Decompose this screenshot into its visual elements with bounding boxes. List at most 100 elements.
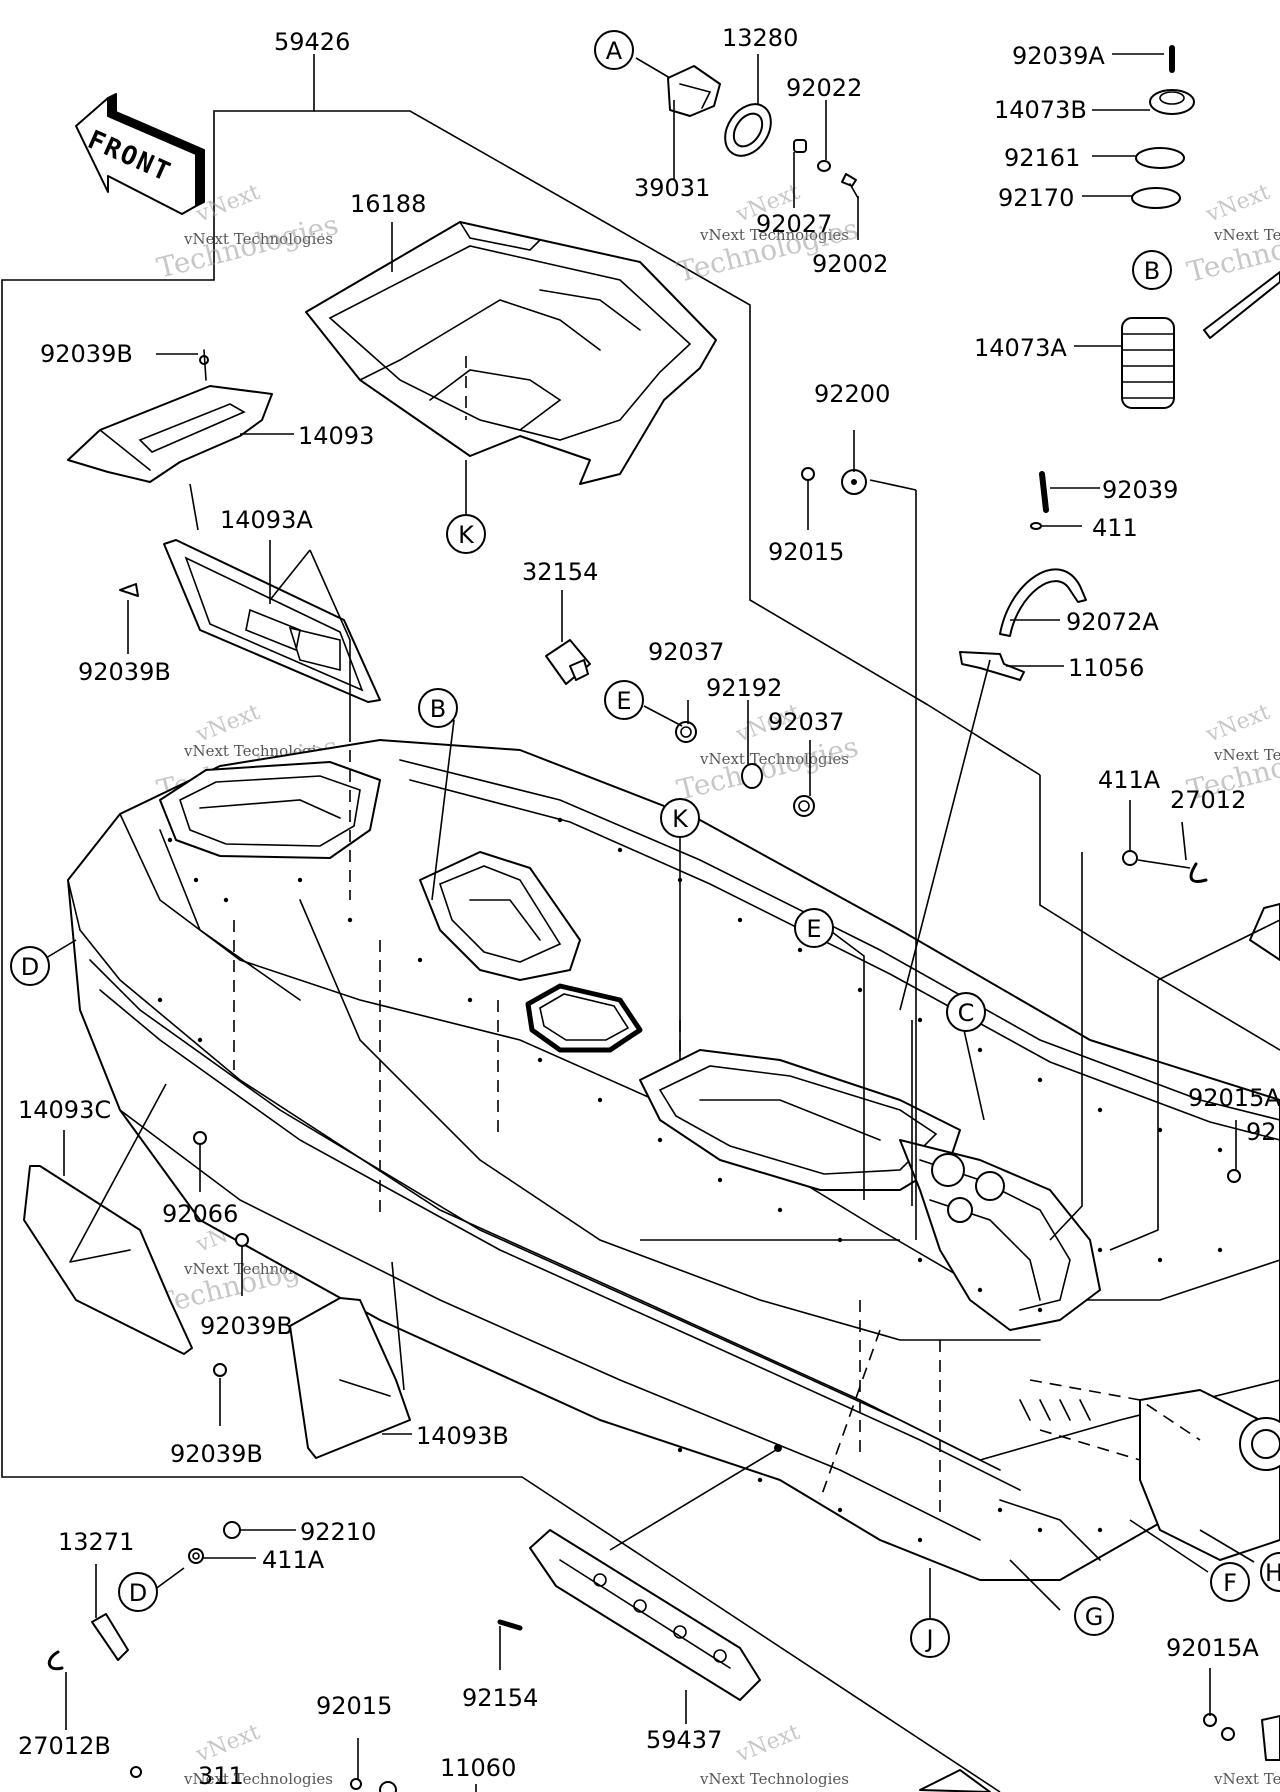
callout-E-mid: E — [794, 908, 834, 948]
watermark-brand-11: vNext Technologies — [699, 1770, 849, 1788]
svg-text:vNext: vNext — [192, 700, 264, 748]
label-411: 411 — [1092, 514, 1138, 542]
callout-G: G — [1074, 1596, 1114, 1636]
label-92027: 92027 — [756, 210, 832, 238]
callout-K-mid: K — [660, 798, 700, 838]
label-92015-b: 92015 — [316, 1692, 392, 1720]
callout-J-text: J — [924, 1625, 933, 1653]
side-panel-14093B — [289, 1261, 411, 1459]
callout-J: J — [910, 1618, 950, 1658]
callout-F: F — [1210, 1562, 1250, 1602]
label-92154: 92154 — [462, 1684, 538, 1712]
label-92039B-bottom: 92039B — [170, 1440, 263, 1468]
label-92039B-mid: 92039B — [78, 658, 171, 686]
side-panel-14093C — [23, 1083, 193, 1355]
label-14093: 14093 — [298, 422, 374, 450]
callout-E-mid-text: E — [806, 915, 821, 943]
callout-A: A — [594, 30, 634, 70]
label-14093B: 14093B — [416, 1422, 509, 1450]
label-92072A: 92072A — [1066, 608, 1159, 636]
front-arrow: FRONT — [75, 93, 205, 215]
callout-E-top-text: E — [616, 687, 631, 715]
callout-B-mid-text: B — [430, 695, 446, 723]
label-11056: 11056 — [1068, 654, 1144, 682]
label-14073A: 14073A — [974, 334, 1067, 362]
label-311: 311 — [198, 1762, 244, 1790]
callout-D-left: D — [10, 946, 50, 986]
callout-C-text: C — [958, 999, 975, 1027]
label-14073B: 14073B — [994, 96, 1087, 124]
label-13271: 13271 — [58, 1528, 134, 1556]
label-16188: 16188 — [350, 190, 426, 218]
label-92200: 92200 — [814, 380, 890, 408]
label-92-partial: 92 — [1246, 1118, 1277, 1146]
callout-F-text: F — [1223, 1569, 1237, 1597]
watermark-brand-2: vNext Technologies — [699, 226, 849, 244]
label-27012: 27012 — [1170, 786, 1246, 814]
label-92037-a: 92037 — [648, 638, 724, 666]
callout-B-top: B — [1132, 250, 1172, 290]
label-92066: 92066 — [162, 1200, 238, 1228]
label-59426: 59426 — [274, 28, 350, 56]
label-92039B-top: 92039B — [40, 340, 133, 368]
callout-B-top-text: B — [1144, 257, 1160, 285]
hull-body — [67, 730, 1280, 1581]
callout-E-top: E — [604, 680, 644, 720]
callout-K-top-text: K — [458, 521, 475, 549]
label-39031: 39031 — [634, 174, 710, 202]
label-92002: 92002 — [812, 250, 888, 278]
label-92039: 92039 — [1102, 476, 1178, 504]
label-14093C: 14093C — [18, 1096, 111, 1124]
label-92037-b: 92037 — [768, 708, 844, 736]
label-411A-left: 411A — [262, 1546, 325, 1574]
label-32154: 32154 — [522, 558, 598, 586]
part-labels: 59426 13280 92022 39031 92027 92002 1618… — [18, 24, 1280, 1790]
label-59437: 59437 — [646, 1726, 722, 1754]
group-bracket-59426 — [1, 54, 1280, 1792]
watermark-word-3: Technologies — [1184, 212, 1280, 289]
label-11060: 11060 — [440, 1754, 516, 1782]
label-92161: 92161 — [1004, 144, 1080, 172]
callout-D-low: D — [118, 1572, 158, 1612]
label-27012B: 27012B — [18, 1732, 111, 1760]
label-92015-a: 92015 — [768, 538, 844, 566]
callout-D-low-text: D — [129, 1579, 147, 1607]
watermark-brand-6: vNext Technologies — [1213, 746, 1280, 764]
label-92210: 92210 — [300, 1518, 376, 1546]
callout-D-left-text: D — [21, 953, 39, 981]
watermark-brand-1: vNext Technologies — [183, 230, 333, 248]
hardware-parts — [47, 45, 1280, 1792]
callout-K-top: K — [446, 514, 486, 554]
label-92039A: 92039A — [1012, 42, 1105, 70]
svg-text:vNext: vNext — [732, 1720, 804, 1768]
callout-H-text: H — [1265, 1559, 1280, 1587]
leader-lines — [35, 53, 1280, 1792]
hatch-ring-14093A — [163, 483, 381, 730]
label-13280: 13280 — [722, 24, 798, 52]
storage-tray-16188 — [305, 221, 717, 514]
callout-A-text: A — [606, 37, 623, 65]
watermark-word-5: Technologies — [674, 730, 862, 807]
callout-G-text: G — [1085, 1603, 1104, 1631]
label-92039B-low: 92039B — [200, 1312, 293, 1340]
watermark-brand-12: vNext Technologies — [1213, 1770, 1280, 1788]
callout-B-mid: B — [418, 688, 458, 728]
svg-text:vNext: vNext — [1202, 700, 1274, 748]
label-92192: 92192 — [706, 674, 782, 702]
watermark-brand-3: vNext Technologies — [1213, 226, 1280, 244]
watermark-word-1: Technologies — [154, 208, 342, 285]
svg-text:vNext: vNext — [1202, 180, 1274, 228]
callout-K-mid-text: K — [672, 805, 689, 833]
callout-H: H — [1260, 1552, 1280, 1592]
label-14093A: 14093A — [220, 506, 313, 534]
watermark-brand-10: vNext Technologies — [183, 1770, 333, 1788]
label-92170: 92170 — [998, 184, 1074, 212]
rub-rail-59437 — [529, 1444, 782, 1701]
callout-C: C — [946, 992, 986, 1032]
label-92022: 92022 — [786, 74, 862, 102]
access-cover-14093 — [67, 349, 273, 483]
watermark-brand-5: vNext Technologies — [699, 750, 849, 768]
svg-text:vNext: vNext — [192, 1720, 264, 1768]
label-92015A-right: 92015A — [1188, 1084, 1280, 1112]
